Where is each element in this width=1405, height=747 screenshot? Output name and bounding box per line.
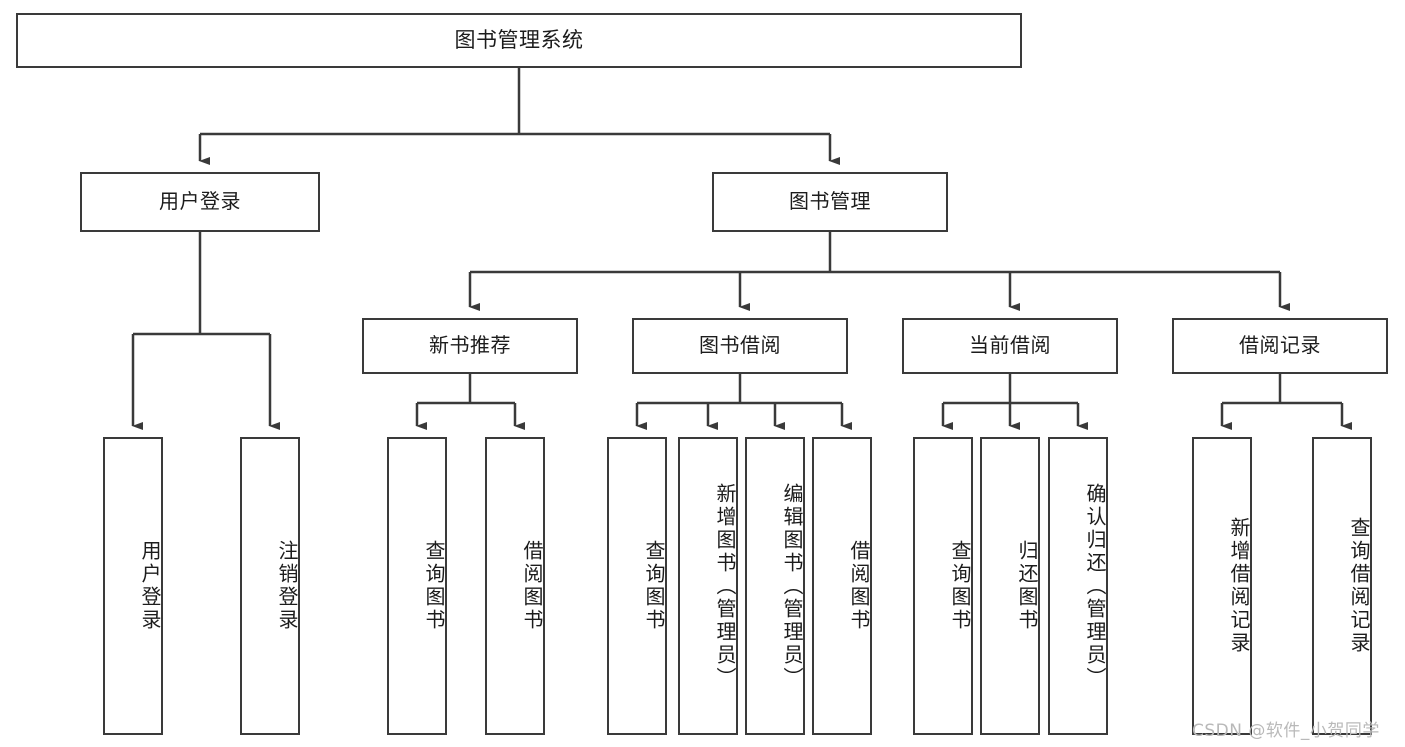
node-label: 归还图书 bbox=[1015, 540, 1039, 632]
node-label: 用户登录 bbox=[138, 540, 162, 632]
node-label: 查询借阅记录 bbox=[1347, 517, 1371, 655]
node-label: 新增借阅记录 bbox=[1227, 517, 1251, 655]
node-label: 新书推荐 bbox=[429, 333, 511, 358]
node-label: 借阅图书 bbox=[847, 540, 871, 632]
node-new-book-rec[interactable]: 新书推荐 bbox=[362, 318, 578, 374]
node-label: 新增图书（管理员） bbox=[713, 482, 737, 690]
node-leaf-logout[interactable]: 注销登录 bbox=[240, 437, 300, 735]
node-leaf-query-record[interactable]: 查询借阅记录 bbox=[1312, 437, 1372, 735]
node-label: 确认归还（管理员） bbox=[1083, 482, 1107, 690]
node-label: 图书管理系统 bbox=[454, 28, 584, 53]
node-leaf-confirm-return[interactable]: 确认归还（管理员） bbox=[1048, 437, 1108, 735]
node-leaf-add-book[interactable]: 新增图书（管理员） bbox=[678, 437, 738, 735]
node-label: 图书管理 bbox=[789, 189, 871, 214]
node-label: 查询图书 bbox=[422, 540, 446, 632]
node-leaf-query-book-3[interactable]: 查询图书 bbox=[913, 437, 973, 735]
node-label: 借阅记录 bbox=[1239, 333, 1321, 358]
node-label: 用户登录 bbox=[159, 189, 241, 214]
node-book-manage[interactable]: 图书管理 bbox=[712, 172, 948, 232]
node-leaf-borrow-book-1[interactable]: 借阅图书 bbox=[485, 437, 545, 735]
node-user-login[interactable]: 用户登录 bbox=[80, 172, 320, 232]
node-label: 查询图书 bbox=[642, 540, 666, 632]
node-label: 当前借阅 bbox=[969, 333, 1051, 358]
node-leaf-query-book-2[interactable]: 查询图书 bbox=[607, 437, 667, 735]
node-leaf-add-record[interactable]: 新增借阅记录 bbox=[1192, 437, 1252, 735]
node-root[interactable]: 图书管理系统 bbox=[16, 13, 1022, 68]
node-label: 借阅图书 bbox=[520, 540, 544, 632]
node-borrow-record[interactable]: 借阅记录 bbox=[1172, 318, 1388, 374]
node-leaf-borrow-book-2[interactable]: 借阅图书 bbox=[812, 437, 872, 735]
node-book-borrow[interactable]: 图书借阅 bbox=[632, 318, 848, 374]
node-current-borrow[interactable]: 当前借阅 bbox=[902, 318, 1118, 374]
node-label: 编辑图书（管理员） bbox=[780, 482, 804, 690]
csdn-watermark: CSDN @软件_小贺同学 bbox=[1192, 721, 1380, 741]
node-label: 注销登录 bbox=[275, 540, 299, 632]
node-leaf-return-book[interactable]: 归还图书 bbox=[980, 437, 1040, 735]
node-leaf-user-login[interactable]: 用户登录 bbox=[103, 437, 163, 735]
node-label: 查询图书 bbox=[948, 540, 972, 632]
node-leaf-query-book-1[interactable]: 查询图书 bbox=[387, 437, 447, 735]
node-leaf-edit-book[interactable]: 编辑图书（管理员） bbox=[745, 437, 805, 735]
node-label: 图书借阅 bbox=[699, 333, 781, 358]
